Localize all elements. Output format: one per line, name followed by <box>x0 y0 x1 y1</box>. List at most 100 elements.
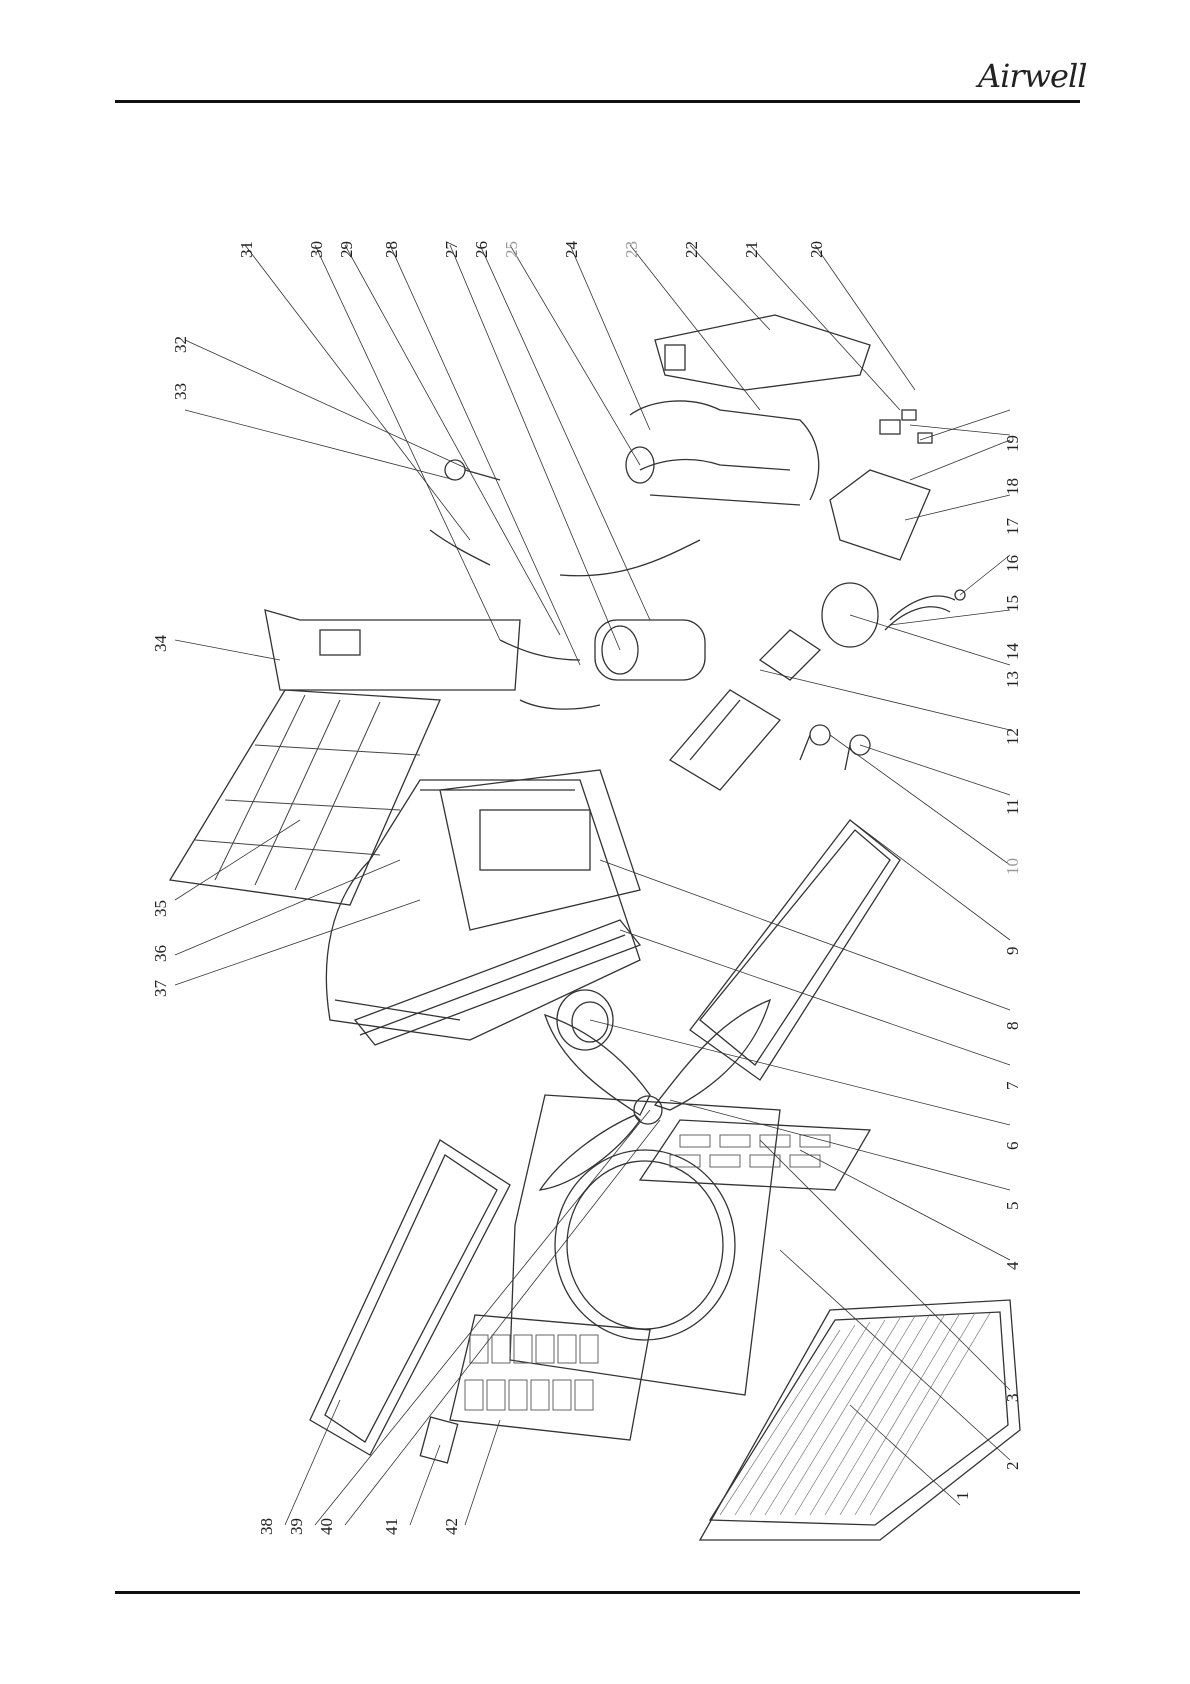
electrical-box <box>670 690 780 790</box>
small-grille <box>420 1417 457 1463</box>
svg-text:18: 18 <box>1003 478 1022 495</box>
callout-29: 29 <box>337 241 356 258</box>
svg-text:6: 6 <box>1003 1142 1022 1151</box>
svg-text:14: 14 <box>1003 643 1022 661</box>
svg-text:3: 3 <box>1003 1394 1022 1403</box>
callout-27: 27 <box>442 241 461 259</box>
svg-text:2: 2 <box>1003 1462 1022 1471</box>
callout-25: 25 <box>502 241 521 258</box>
side-grille-panel <box>640 1120 870 1190</box>
svg-text:1: 1 <box>953 1492 972 1501</box>
svg-text:10: 10 <box>1003 858 1022 875</box>
callout-39: 39 <box>287 1518 306 1535</box>
callout-42: 42 <box>442 1518 461 1535</box>
callout-36: 36 <box>151 945 170 962</box>
svg-text:32: 32 <box>171 336 190 353</box>
svg-text:17: 17 <box>1003 518 1022 536</box>
control-box-cover <box>830 470 930 560</box>
callout-30: 30 <box>307 241 326 258</box>
svg-text:4: 4 <box>1003 1261 1022 1270</box>
svg-text:11: 11 <box>1003 799 1022 815</box>
callout-3: 3 <box>1003 1394 1022 1403</box>
svg-text:38: 38 <box>257 1518 276 1535</box>
service-valves <box>800 725 870 770</box>
callout-37: 37 <box>151 980 170 998</box>
callout-11: 11 <box>1003 799 1022 815</box>
callout-26: 26 <box>472 241 491 258</box>
front-grille-panel <box>700 1300 1020 1540</box>
right-side-panel <box>265 610 520 690</box>
svg-text:40: 40 <box>317 1518 336 1535</box>
left-side-grille <box>450 1315 650 1440</box>
callout-18: 18 <box>1003 478 1022 495</box>
svg-text:13: 13 <box>1003 671 1022 688</box>
rear-guard-grille <box>170 690 440 905</box>
svg-text:16: 16 <box>1003 555 1022 572</box>
svg-text:30: 30 <box>307 241 326 258</box>
svg-text:23: 23 <box>622 241 641 258</box>
callout-17: 17 <box>1003 518 1022 536</box>
callout-5: 5 <box>1003 1202 1022 1211</box>
svg-text:34: 34 <box>151 635 170 653</box>
callout-33: 33 <box>171 383 190 400</box>
callout-24: 24 <box>562 241 581 259</box>
svg-text:37: 37 <box>151 980 170 998</box>
callout-35: 35 <box>151 900 170 917</box>
svg-text:36: 36 <box>151 945 170 962</box>
callout-40: 40 <box>317 1518 336 1535</box>
svg-text:28: 28 <box>382 241 401 258</box>
motor-bracket <box>355 920 640 1045</box>
callout-19: 19 <box>1003 435 1022 452</box>
callout-16: 16 <box>1003 555 1022 572</box>
svg-text:24: 24 <box>562 241 581 259</box>
svg-text:7: 7 <box>1003 1081 1022 1090</box>
callout-38: 38 <box>257 1518 276 1535</box>
svg-text:31: 31 <box>237 241 256 258</box>
svg-text:20: 20 <box>807 241 826 258</box>
callout-21: 21 <box>742 241 761 258</box>
callout-32: 32 <box>171 336 190 353</box>
callout-28: 28 <box>382 241 401 258</box>
piping-assembly <box>626 401 819 505</box>
callout-7: 7 <box>1003 1081 1022 1090</box>
svg-text:15: 15 <box>1003 595 1022 612</box>
callout-6: 6 <box>1003 1142 1022 1151</box>
callout-15: 15 <box>1003 595 1022 612</box>
svg-text:41: 41 <box>382 1518 401 1535</box>
callout-1: 1 <box>953 1492 972 1501</box>
svg-text:39: 39 <box>287 1518 306 1535</box>
callout-23: 23 <box>622 241 641 258</box>
callout-34: 34 <box>151 635 170 653</box>
callout-10: 10 <box>1003 858 1022 875</box>
svg-text:21: 21 <box>742 241 761 258</box>
svg-text:26: 26 <box>472 241 491 258</box>
base-pan <box>690 820 900 1080</box>
svg-text:12: 12 <box>1003 728 1022 745</box>
svg-text:27: 27 <box>442 241 461 259</box>
callout-20: 20 <box>807 241 826 258</box>
callout-22: 22 <box>682 241 701 258</box>
svg-text:9: 9 <box>1003 947 1022 956</box>
svg-text:25: 25 <box>502 241 521 258</box>
callout-14: 14 <box>1003 643 1022 661</box>
svg-text:33: 33 <box>171 383 190 400</box>
callout-4: 4 <box>1003 1261 1022 1270</box>
callout-12: 12 <box>1003 728 1022 745</box>
callout-2: 2 <box>1003 1462 1022 1471</box>
fan-motor <box>557 990 613 1050</box>
callout-8: 8 <box>1003 1022 1022 1031</box>
svg-text:22: 22 <box>682 241 701 258</box>
svg-text:42: 42 <box>442 1518 461 1535</box>
partition-plate <box>440 770 640 930</box>
top-cover <box>655 315 870 390</box>
callout-31: 31 <box>237 241 256 258</box>
condenser-coil <box>326 780 640 1040</box>
svg-text:8: 8 <box>1003 1022 1022 1031</box>
fan-bell-plate <box>510 1095 780 1395</box>
svg-text:19: 19 <box>1003 435 1022 452</box>
callout-9: 9 <box>1003 947 1022 956</box>
callout-13: 13 <box>1003 671 1022 688</box>
svg-text:29: 29 <box>337 241 356 258</box>
svg-text:5: 5 <box>1003 1202 1022 1211</box>
